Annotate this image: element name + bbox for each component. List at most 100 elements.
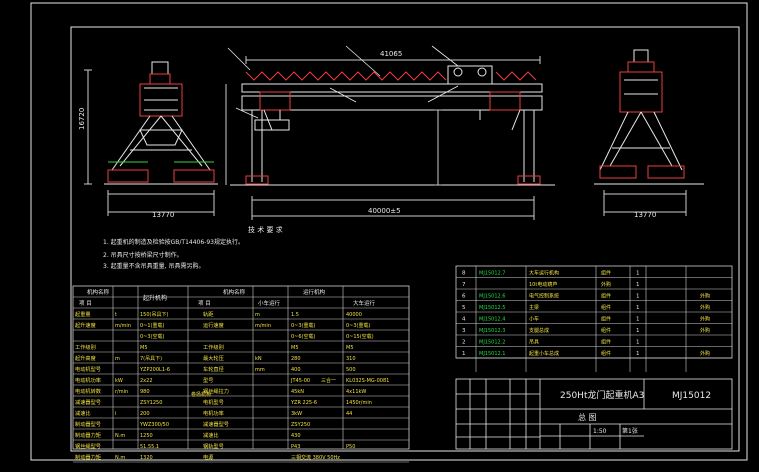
param-left-item: 减速器型号 xyxy=(75,398,101,406)
param-left-unit: i xyxy=(115,411,116,417)
param-right-trolley: 0~6(空载) xyxy=(291,333,316,340)
param-left-item: 制动器力矩 xyxy=(75,431,101,439)
param-head-trolley: 小车运行 xyxy=(258,299,281,307)
part-qty: 1 xyxy=(636,271,640,277)
part-no: 4 xyxy=(462,317,466,323)
part-name: 吊具 xyxy=(529,340,539,346)
param-right-item: 电机型号 xyxy=(203,398,224,406)
sheet-title: 总 图 xyxy=(578,412,597,422)
part-code: MJ15012.7 xyxy=(479,271,505,277)
param-left-item: 制动器型号 xyxy=(75,420,101,428)
param-left-item: 电动机功率 xyxy=(75,376,101,384)
param-right-crane: 0~15(空载) xyxy=(346,333,374,340)
param-right-crane: 310 xyxy=(346,356,356,362)
param-head-name-r: 机构名称 xyxy=(223,288,246,296)
param-right-crane: KL032S-MG-0081 xyxy=(346,378,389,384)
param-right-item: 钢丝绳拉力 xyxy=(203,387,229,395)
param-right-trolley: 三相交流 380V 50Hz xyxy=(291,454,340,461)
param-group-2: 三合一 xyxy=(321,377,336,384)
param-right-item: 型号 xyxy=(203,376,213,384)
param-right-trolley: YZR 225-6 xyxy=(290,400,317,406)
part-qty: 1 xyxy=(636,340,640,346)
param-right-item: 减速比 xyxy=(203,431,219,439)
outer-border xyxy=(30,2,748,461)
param-right-crane: 44 xyxy=(346,411,352,417)
param-right-unit: mm xyxy=(255,367,265,373)
left-side-view xyxy=(84,61,218,216)
param-right-trolley: P43 xyxy=(291,444,300,450)
param-right-crane: 4x11kW xyxy=(346,389,366,395)
param-right-unit: m xyxy=(255,312,260,318)
part-code: MJ15012.2 xyxy=(479,340,505,346)
param-right-crane: 500 xyxy=(346,367,356,373)
part-leaders xyxy=(227,45,459,119)
part-name: 支腿总成 xyxy=(529,327,549,334)
part-no: 2 xyxy=(462,340,466,346)
part-code: MJ15012.6 xyxy=(479,294,505,300)
part-name: 起重小车总成 xyxy=(529,350,559,357)
part-note: 外购 xyxy=(700,327,710,334)
param-right-item: 运行速度 xyxy=(203,321,224,329)
param-right-crane: 1450r/min xyxy=(346,400,372,406)
param-left-value: YWZ300/50 xyxy=(139,422,169,428)
part-no: 1 xyxy=(462,351,466,357)
param-right-item: 电源 xyxy=(203,453,214,461)
span-dim: 40000±5 xyxy=(368,207,401,215)
param-head-crane: 大车运行 xyxy=(353,299,376,307)
part-material: 组件 xyxy=(601,327,611,334)
param-left-item: 制动器力矩 xyxy=(75,453,101,461)
param-head-hoist: 起升机构 xyxy=(143,294,167,302)
tech-req-2: 2. 吊具尺寸按桥梁尺寸制作。 xyxy=(103,251,183,259)
part-qty: 1 xyxy=(636,294,640,300)
param-left-value: 7(吊具下) xyxy=(140,356,162,362)
param-head-travel: 运行机构 xyxy=(303,288,326,296)
param-left-value: 1320 xyxy=(140,455,153,461)
right-width-dim: 13770 xyxy=(634,211,656,219)
part-no: 3 xyxy=(462,328,466,334)
param-right-trolley: 45kN xyxy=(291,389,304,395)
param-head-item: 项 目 xyxy=(79,300,92,307)
param-left-value: 150(吊具下) xyxy=(140,312,168,318)
param-right-item: 最大轮压 xyxy=(203,354,224,362)
part-material: 组件 xyxy=(601,339,611,346)
param-left-item: 起重量 xyxy=(75,310,91,318)
param-left-unit: m xyxy=(115,356,120,362)
param-left-item: 工作级别 xyxy=(75,343,96,351)
param-left-item: 减速比 xyxy=(75,409,91,417)
part-note: 外购 xyxy=(700,304,710,311)
right-side-view xyxy=(594,49,704,216)
part-name: 小车 xyxy=(529,316,539,323)
param-right-unit: m/min xyxy=(255,323,271,329)
param-right-crane: M5 xyxy=(346,345,354,351)
part-material: 组件 xyxy=(601,304,611,311)
param-left-value: 0~3(空载) xyxy=(140,333,165,340)
part-material: 组件 xyxy=(601,350,611,357)
part-name: 电气控制系统 xyxy=(529,293,559,300)
tech-req-3: 3. 起重量不含吊具重量, 吊具需另购。 xyxy=(103,262,204,270)
param-left-item: 起升速度 xyxy=(75,321,96,329)
param-left-value: 51.55.1 xyxy=(140,444,159,450)
param-left-item: 电动机转数 xyxy=(75,387,102,395)
part-name: 主梁 xyxy=(529,304,539,311)
part-note: 外购 xyxy=(700,350,710,357)
param-right-trolley: 280 xyxy=(291,356,301,362)
part-qty: 1 xyxy=(636,317,640,323)
part-material: 外购 xyxy=(601,281,611,288)
drawing-number: MJ15012 xyxy=(672,391,711,401)
part-no: 8 xyxy=(462,271,466,277)
left-height-dim: 16720 xyxy=(78,108,86,130)
part-qty: 1 xyxy=(636,305,640,311)
param-left-item: 起升高度 xyxy=(75,354,96,362)
param-right-trolley: 430 xyxy=(291,433,301,439)
param-right-item: 轨距 xyxy=(203,310,213,318)
param-left-value: 1250 xyxy=(140,433,153,439)
part-material: 组件 xyxy=(601,270,611,277)
param-right-item: 减速器型号 xyxy=(203,420,229,428)
part-name: 10t电动葫芦 xyxy=(529,281,557,288)
param-right-trolley: JT45-00 xyxy=(290,378,310,384)
tech-req-1: 1. 起重机的制造及检验按GB/T14406-93规定执行。 xyxy=(103,238,244,246)
